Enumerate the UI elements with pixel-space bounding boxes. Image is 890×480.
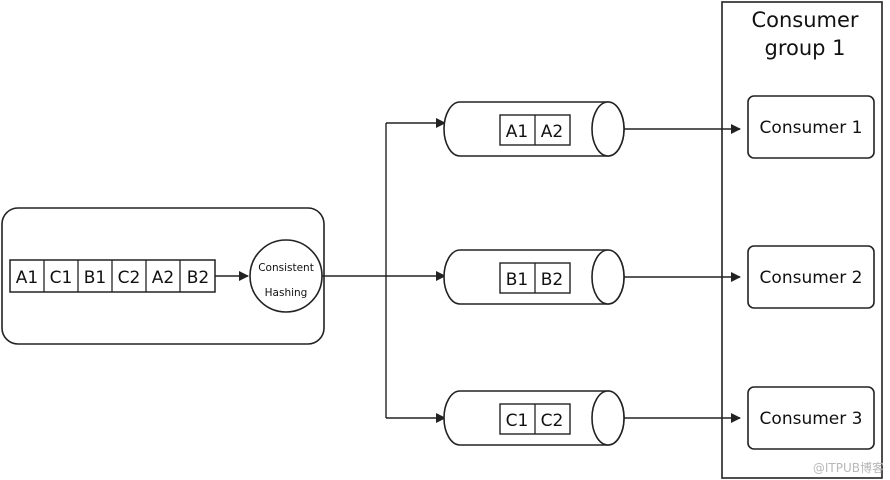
producer-item-0: A1 — [16, 268, 38, 288]
partition-3-cap — [591, 390, 625, 446]
partition-1: A1 A2 — [443, 101, 625, 157]
consumer-3-label: Consumer 3 — [760, 409, 863, 429]
consumer-1-label: Consumer 1 — [760, 118, 863, 138]
hasher-label-line2: Hashing — [265, 287, 308, 299]
consumer-2-box — [747, 245, 875, 309]
producer-item-2: B1 — [84, 268, 106, 288]
consumer-group-container — [721, 1, 883, 479]
producer-item-1: C1 — [50, 268, 73, 288]
partition-3: C1 C2 — [443, 390, 625, 446]
producer-item-4: A2 — [152, 268, 174, 288]
hasher-circle — [249, 239, 323, 313]
producer-item-5: B2 — [187, 268, 209, 288]
partition-3-item-1: C2 — [541, 411, 564, 431]
producer-item-3: C2 — [118, 268, 141, 288]
partition-2: B1 B2 — [443, 249, 625, 305]
partition-2-item-0: B1 — [506, 270, 528, 290]
routing-lines — [322, 118, 446, 423]
producer-queue: A1 C1 B1 C2 A2 B2 — [9, 259, 216, 293]
watermark: @ITPUB博客 — [812, 461, 884, 475]
consumer-group-title-line1: Consumer — [751, 8, 858, 32]
hasher-label-line1: Consistent — [258, 262, 314, 274]
consumer-3-box — [747, 386, 875, 450]
partition-3-item-0: C1 — [506, 411, 529, 431]
consumer-1-box — [747, 95, 875, 159]
consumer-2-label: Consumer 2 — [760, 268, 863, 288]
partition-1-item-1: A2 — [541, 122, 563, 142]
consumer-group-title-line2: group 1 — [764, 36, 845, 60]
consistent-hashing-node: Consistent Hashing — [249, 239, 323, 313]
partition-1-cap — [591, 101, 625, 157]
partition-2-item-1: B2 — [541, 270, 563, 290]
partition-1-item-0: A1 — [506, 122, 528, 142]
partition-2-cap — [591, 249, 625, 305]
